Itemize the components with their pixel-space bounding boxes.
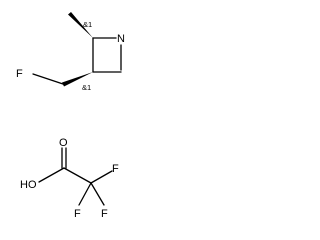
bond-c-cf3 [63,167,92,184]
atom-label-f-top: F [112,163,119,175]
bond-cf3-f-top [90,170,113,184]
atom-label-f: F [16,68,23,80]
bond-ch2-f [32,73,64,85]
atom-label-f-bottom: F [74,208,81,220]
atom-label-f-right: F [101,208,108,220]
bond-c-oh [38,167,65,183]
azetidine-molecule: N F &1 &1 [16,12,125,92]
atom-label-n: N [117,33,125,45]
atom-label-ho: HO [20,179,37,191]
chemical-structure-drawing: N F &1 &1 O HO F F F [16,12,125,220]
wedge-bond-c2-methyl [68,12,93,38]
wedge-bond-c3-ch2 [62,72,93,87]
stereo-label-c2: &1 [83,20,92,29]
atom-label-o-carbonyl: O [59,137,68,149]
structure-canvas: N F &1 &1 O HO F F F [0,0,142,233]
stereo-label-c3: &1 [82,83,91,92]
bond-cf3-f-right [90,182,105,206]
bond-cf3-f-bottom [78,182,92,206]
trifluoroacetic-acid: O HO F F F [20,137,119,220]
